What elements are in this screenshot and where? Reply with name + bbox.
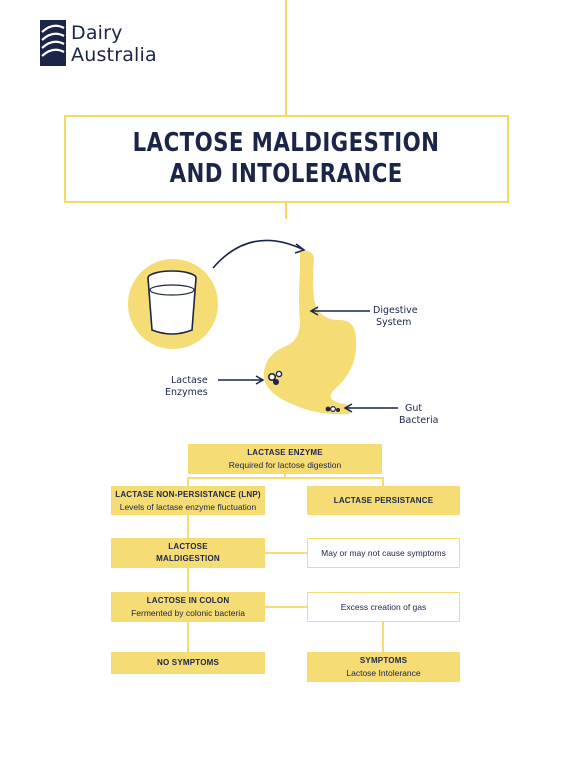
title-box: LACTOSE MALDIGESTION AND INTOLERANCE <box>64 115 509 203</box>
lactase-persistance-box: LACTASE PERSISTANCE <box>307 486 460 515</box>
maldigestion-title-line2: MALDIGESTION <box>156 554 220 563</box>
glass-of-milk-icon <box>128 259 218 349</box>
maldigestion-title-line1: LACTOSE <box>168 542 208 551</box>
symptoms-title: SYMPTOMS <box>359 656 408 665</box>
may-or-may-not-box: May or may not cause symptoms <box>307 538 460 568</box>
page-title-line1: LACTOSE MALDIGESTION <box>133 128 440 158</box>
excess-gas-box: Excess creation of gas <box>307 592 460 622</box>
excess-gas-text: Excess creation of gas <box>340 602 427 612</box>
symptoms-box: SYMPTOMS Lactose Intolerance <box>307 652 460 682</box>
lactase-enzyme-subtitle: Required for lactose digestion <box>228 460 342 470</box>
gut-bacteria-label: Gut Bacteria <box>399 403 439 426</box>
digestion-illustration <box>128 239 398 415</box>
may-or-may-not-text: May or may not cause symptoms <box>321 548 446 558</box>
in-colon-title: LACTOSE IN COLON <box>146 596 230 605</box>
dairy-australia-logo: Dairy Australia <box>40 20 180 68</box>
lactase-enzyme-title: LACTASE ENZYME <box>247 448 323 457</box>
symptoms-subtitle: Lactose Intolerance <box>346 668 421 678</box>
page-title-line2: AND INTOLERANCE <box>169 159 404 189</box>
top-connector-line <box>285 0 287 115</box>
lactose-in-colon-box: LACTOSE IN COLON Fermented by colonic ba… <box>111 592 265 622</box>
lnp-subtitle: Levels of lactase enzyme fluctuation <box>119 501 257 512</box>
digestive-system-label: Digestive System <box>373 305 418 328</box>
no-symptoms-title: NO SYMPTOMS <box>156 658 220 667</box>
stomach-icon <box>263 250 357 415</box>
lactose-maldigestion-box: LACTOSE MALDIGESTION <box>111 538 265 568</box>
no-symptoms-box: NO SYMPTOMS <box>111 652 265 674</box>
bottom-connector-line <box>285 203 287 219</box>
logo-mark-icon <box>40 20 66 66</box>
persistance-title: LACTASE PERSISTANCE <box>333 495 434 505</box>
lnp-title: LACTASE NON-PERSISTANCE (LNP) <box>115 489 261 499</box>
lactase-non-persistance-box: LACTASE NON-PERSISTANCE (LNP) Levels of … <box>111 486 265 515</box>
in-colon-subtitle: Fermented by colonic bacteria <box>131 608 245 618</box>
lactase-enzyme-box: LACTASE ENZYME Required for lactose dige… <box>188 444 382 474</box>
logo-name-line1: Dairy <box>71 22 123 44</box>
flowchart-connectors <box>187 474 384 652</box>
lactase-enzymes-label: Lactase Enzymes <box>165 375 208 398</box>
logo-name-line2: Australia <box>71 44 157 66</box>
